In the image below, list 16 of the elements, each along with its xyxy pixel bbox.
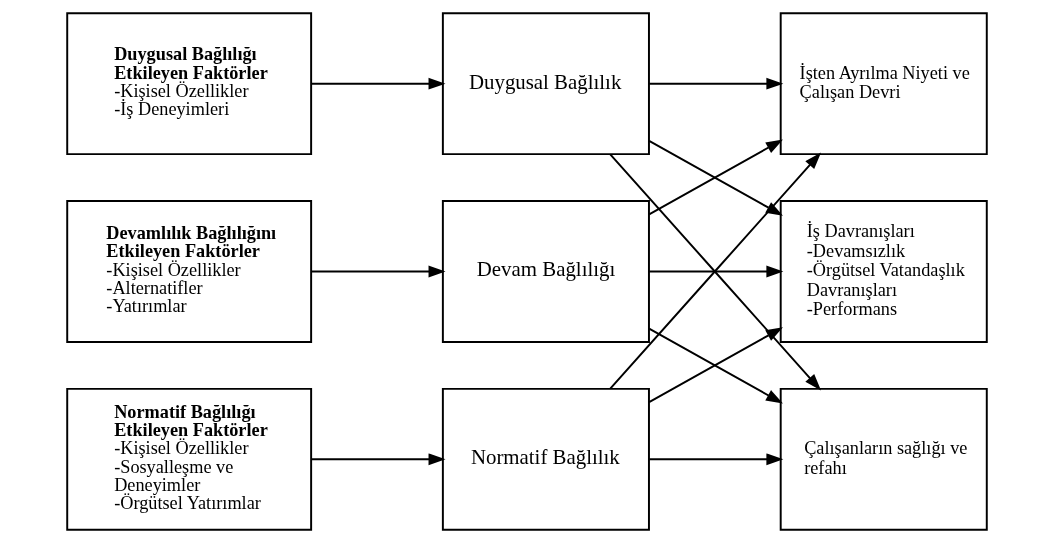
arrow bbox=[310, 77, 446, 90]
arrow bbox=[310, 453, 446, 466]
node-box: Duygusal Bağlılık bbox=[441, 12, 650, 156]
node-box: İş Davranışları -Devamsızlık -Örgütsel Vatandaşlık Davranışları -Performans bbox=[779, 200, 988, 343]
arrow bbox=[648, 453, 784, 466]
node-box: Çalışanların sağlığı ve refahı bbox=[779, 387, 988, 531]
node-box: Devamlılık Bağlılığını Etkileyen Faktörler -Kişisel Özellikler -Alternatifler -Yatırımlar bbox=[66, 200, 313, 343]
node-box: Duygusal Bağlılığı Etkileyen Faktörler -Kişisel Özellikler -İş Deneyimleri bbox=[66, 12, 313, 156]
node-box: Normatif Bağlılığı Etkileyen Faktörler -Kişisel Özellikler -Sosyalleşme ve Deneyimler -Örgütsel Yatırımlar bbox=[66, 387, 313, 531]
node-box: Devam Bağlılığı bbox=[441, 200, 650, 343]
arrow bbox=[648, 265, 784, 278]
arrow bbox=[648, 327, 783, 404]
node-box: Normatif Bağlılık bbox=[441, 387, 650, 531]
arrow bbox=[310, 265, 446, 278]
arrow bbox=[648, 77, 784, 90]
node-box: İşten Ayrılma Niyeti ve Çalışan Devri bbox=[779, 12, 988, 156]
